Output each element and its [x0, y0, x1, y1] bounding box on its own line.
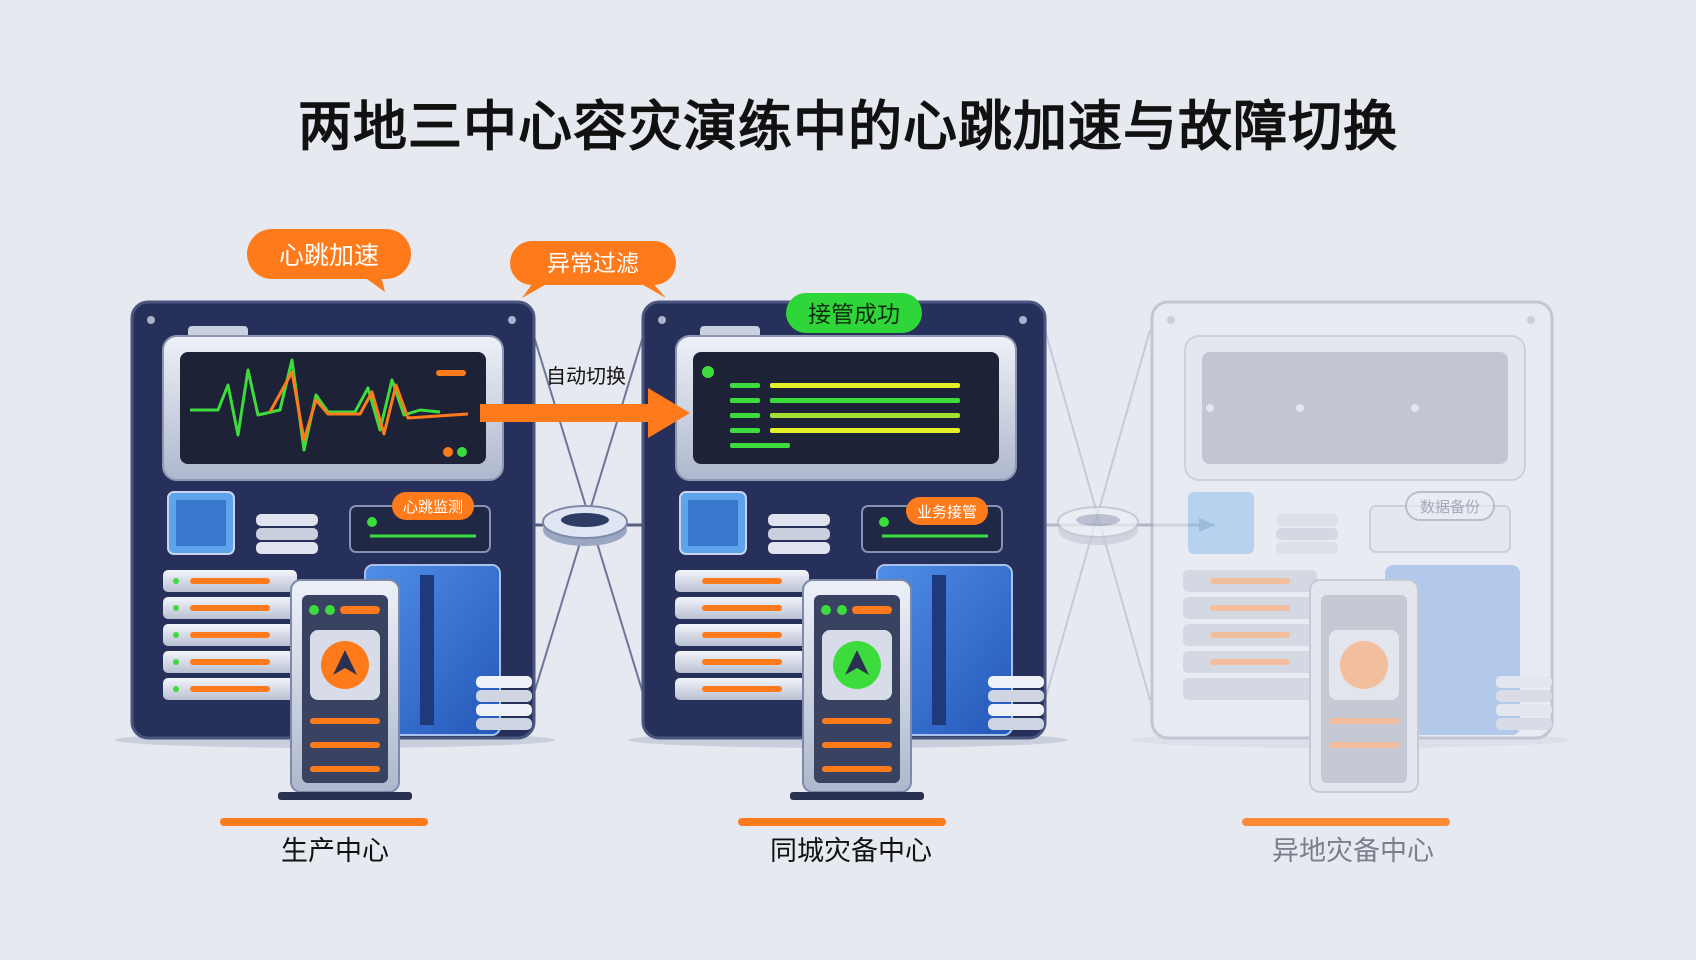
- svg-text:异常过滤: 异常过滤: [547, 251, 639, 277]
- tower-server-2: [790, 579, 924, 800]
- production-center: [115, 300, 555, 826]
- auto-switch-arrow: [480, 388, 690, 438]
- rack-units: [163, 570, 297, 700]
- page-title: 两地三中心容灾演练中的心跳加速与故障切换: [298, 95, 1398, 158]
- tag-business-takeover: 业务接管: [906, 497, 988, 525]
- label-remote-center: 异地灾备中心: [1272, 836, 1434, 867]
- callout-abnormal-filter: 异常过滤: [510, 241, 676, 298]
- same-city-center: [628, 300, 1068, 826]
- svg-text:心跳加速: 心跳加速: [279, 241, 379, 270]
- tag-heartbeat-monitor: 心跳监测: [392, 492, 474, 520]
- label-production-center: 生产中心: [281, 836, 389, 867]
- auto-switch-label: 自动切换: [546, 364, 626, 388]
- remote-label-underline: [1242, 818, 1450, 826]
- tag-data-backup: 数据备份: [1405, 491, 1495, 521]
- log-lines: [730, 383, 960, 448]
- callout-takeover-success: 接管成功: [786, 293, 922, 333]
- router-icon: [542, 505, 628, 546]
- remote-center: [1130, 300, 1570, 793]
- svg-text:接管成功: 接管成功: [808, 302, 900, 328]
- svg-text:数据备份: 数据备份: [1420, 498, 1480, 516]
- svg-text:业务接管: 业务接管: [917, 503, 977, 521]
- callout-heartbeat-accel: 心跳加速: [247, 229, 411, 292]
- tower-server: [278, 579, 412, 800]
- label-same-city-center: 同城灾备中心: [770, 836, 932, 867]
- disk-stack-icon-2: [476, 676, 532, 730]
- router-icon-remote: [1057, 506, 1139, 545]
- svg-text:心跳监测: 心跳监测: [403, 498, 463, 516]
- disk-stack-icon: [256, 514, 318, 554]
